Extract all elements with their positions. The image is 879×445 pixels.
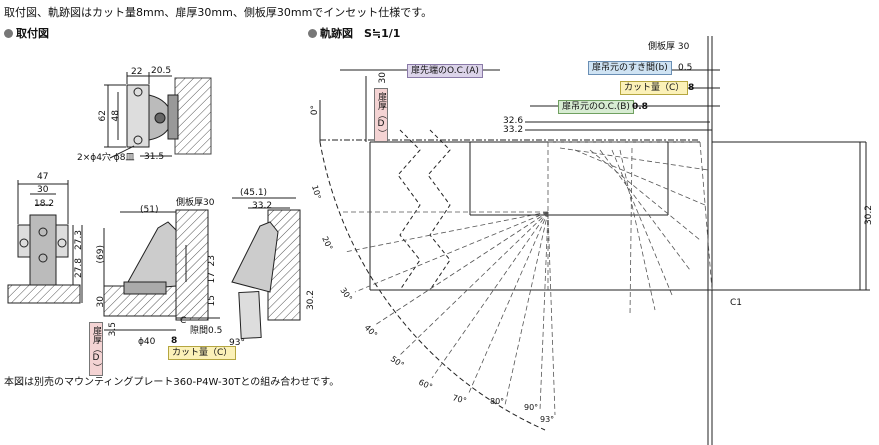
oc-b-value: 0.8 [632,102,648,112]
dim-30-2-traj: 30.2 [864,205,874,226]
dim-27-8: 27.8 [74,258,84,279]
dim-30-2: 30.2 [306,290,316,311]
tag-cut-amount: カット量（C） [168,346,237,360]
cut-c-value: 8 [688,83,695,93]
section-mounting: 取付図 [4,25,49,41]
angle-93: 93° [540,415,554,424]
tag-gap-b: 扉吊元のすき間(b) [588,61,672,75]
dim-30: 30 [37,185,49,195]
dim-33-2: 33.2 [252,201,273,211]
gap-b-value: 0.5 [678,63,693,73]
dim-20-5: 20.5 [151,66,172,76]
dim-3-5: 3.5 [108,322,118,337]
dim-30-side: 30 [96,296,106,308]
dim-27-3: 27.3 [74,230,84,251]
section-mounting-label: 取付図 [16,27,49,40]
dim-c: C [180,316,187,326]
c1-label: C1 [730,298,743,308]
dim-holes: 2×ϕ4穴 ϕ8皿 [77,153,135,163]
dim-18-2: 18.2 [34,199,55,209]
door-d-value: 30 [378,72,388,84]
dim-15: 15 [207,295,217,307]
angle-90: 90° [524,403,538,412]
bullet-icon [308,29,317,38]
dim-side-panel: 側板厚30 [176,198,215,208]
hinge-side-view [103,209,220,331]
dim-62: 62 [98,110,108,122]
hinge-top-view [104,72,212,159]
angle-80: 80° [490,397,504,406]
angle-70: 70° [451,393,467,405]
angle-40: 40° [363,323,379,339]
hinge-front-view [7,180,83,304]
dim-gap: 隙間0.5 [190,326,223,336]
bullet-icon [4,29,13,38]
angle-50: 50° [389,354,406,370]
dim-69: (69) [96,245,106,264]
trajectory-sweep [340,141,713,416]
angle-0: 0° [310,105,320,116]
dim-51: (51) [140,205,159,215]
dim-48: 48 [111,110,121,122]
dim-33-2-traj: 33.2 [503,125,524,135]
angle-20: 20° [320,235,334,252]
angle-10: 10° [310,184,322,200]
dim-93: 93° [229,338,245,348]
section-trajectory: 軌跡図 S≒1/1 [308,25,400,41]
tag-door-thickness: 扉厚（D） [89,322,103,376]
section-trajectory-label: 軌跡図 S≒1/1 [320,27,401,40]
side-panel-label: 側板厚 30 [648,42,690,52]
dim-31-5: 31.5 [144,152,165,162]
dim-47: 47 [37,172,49,182]
angle-labels: 10° 20° 30° 40° 50° 60° 70° 80° 90° 93° [310,184,554,424]
angle-30: 30° [338,286,354,303]
tag-oc-a: 扉先端のO.C.(A) [407,64,483,78]
dim-22: 22 [131,67,143,77]
dim-phi40: ϕ40 [138,337,156,347]
dim-32-6: 32.6 [503,116,524,126]
angle-60: 60° [417,378,434,392]
dim-45-1: (45.1) [240,188,268,198]
dim-17: 17 [207,272,217,284]
footer-note: 本図は別売のマウンティングプレート360-P4W-30Tとの組み合わせです。 [4,377,340,388]
header-note: 取付図、軌跡図はカット量8mm、扉厚30mm、側板厚30mmでインセット仕様です… [4,6,433,19]
dim-23: 23 [207,255,217,267]
dim-8: 8 [171,336,178,346]
hinge-open-view [231,197,301,340]
tag-door-d: 扉厚（D） [374,88,388,142]
tag-cut-c: カット量（C） [620,81,689,95]
tag-oc-b: 扉吊元のO.C.(B) [558,100,634,114]
